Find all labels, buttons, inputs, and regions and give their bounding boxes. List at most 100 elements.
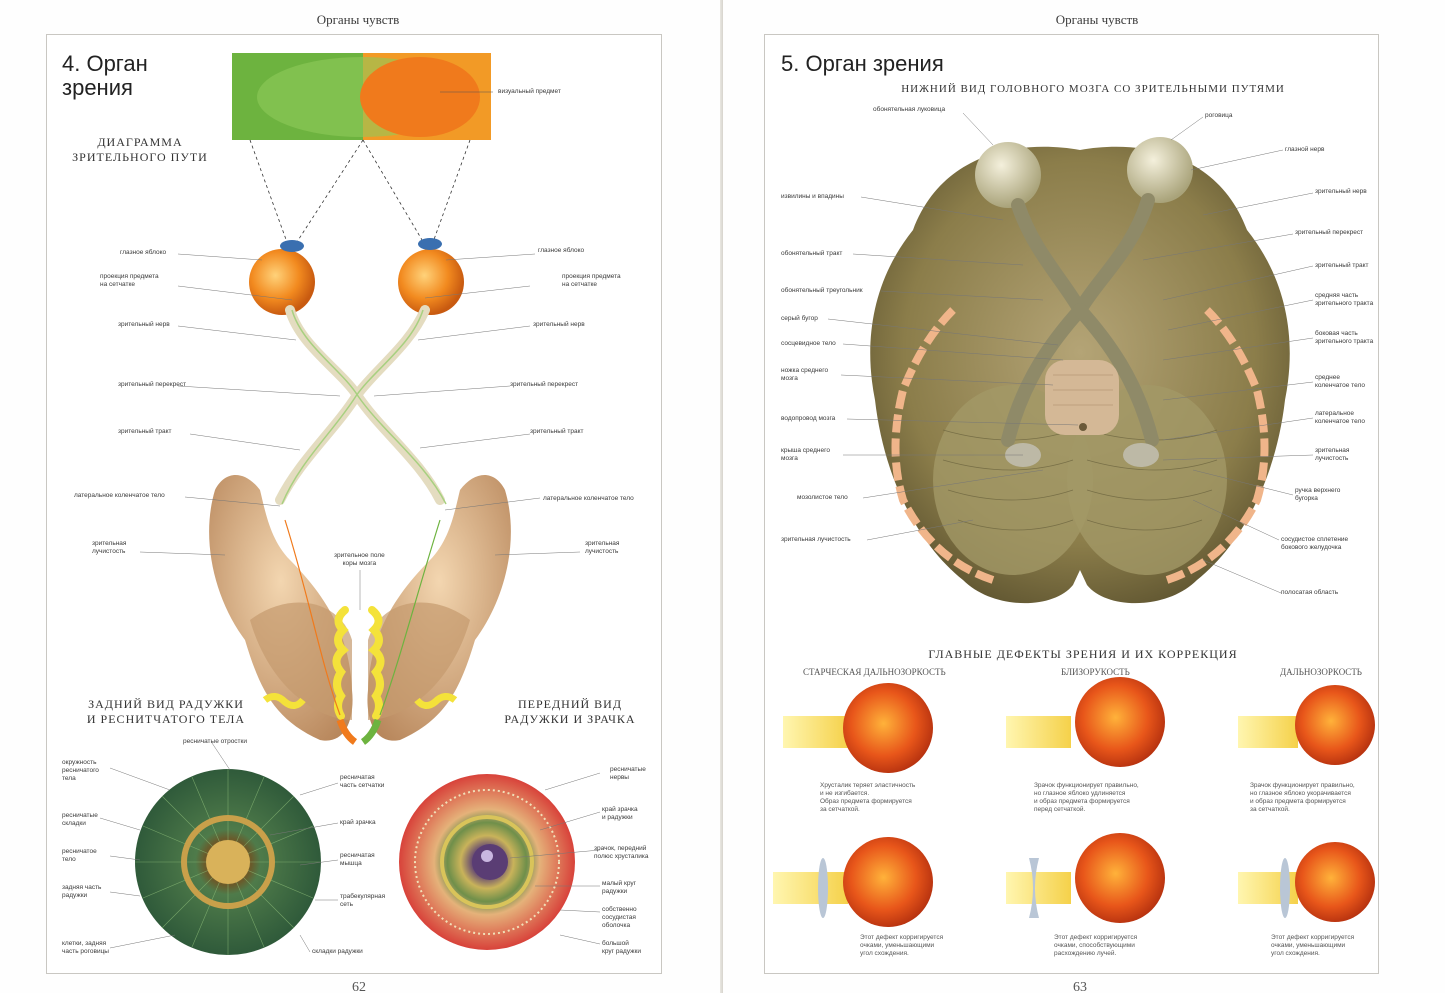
label-radiation-1: зрительная — [1315, 447, 1349, 455]
label-projection-left-1: проекция предмета — [100, 273, 159, 281]
label-olfactory-triangle: обонятельный треугольник — [781, 287, 863, 295]
back-view-line-2: И РЕСНИТЧАТОГО ТЕЛА — [66, 712, 266, 727]
label-ciliary-body-2: тело — [62, 856, 97, 864]
front-view-line-2: РАДУЖКИ И ЗРАЧКА — [495, 712, 645, 727]
label-ciliary-circ-2: ресничатого — [62, 767, 99, 775]
label-eyeball-left: глазное яблоко — [120, 249, 166, 257]
defect-2-b-1: Этот дефект корригируется — [1054, 934, 1137, 942]
label-choroid-plexus-1: сосудистое сплетение — [1281, 536, 1348, 544]
label-trabecular-1: трабекулярная — [340, 893, 385, 901]
pupil-front — [472, 844, 508, 880]
label-ciliary-processes: ресничатые отростки — [183, 738, 247, 746]
label-projection-left: проекция предметана сетчатке — [100, 273, 159, 289]
defect-3-a-4: за сетчаткой. — [1250, 806, 1355, 814]
label-grey-tuber: серый бугор — [781, 315, 818, 323]
label-superior-handle-1: ручка верхнего — [1295, 487, 1340, 495]
label-radiation-right-1: зрительная — [585, 540, 619, 548]
label-mid-tract-1: средняя часть — [1315, 292, 1373, 300]
label-ciliary-circ-1: окружность — [62, 759, 99, 767]
label-small-circle-1: малый круг — [602, 880, 636, 888]
defect-2-caption-b: Этот дефект корригируетсяочками, способс… — [1054, 934, 1137, 958]
defect-3-a-1: Зрачок функционирует правильно, — [1250, 782, 1355, 790]
label-lens-pole-1: зрачок, передний — [594, 845, 648, 853]
label-peduncle-1: ножка среднего — [781, 367, 828, 375]
label-pupil-edge: край зрачка — [340, 819, 376, 827]
label-visual-object: визуальный предмет — [498, 88, 561, 96]
label-big-circle-2: круг радужки — [602, 948, 641, 956]
label-ciliary-muscle-1: ресничатая — [340, 852, 375, 860]
right-eyeball — [398, 249, 464, 315]
lens-back — [206, 840, 250, 884]
label-projection-right-2: на сетчатке — [562, 281, 621, 289]
defect-3-b-1: Этот дефект корригируется — [1271, 934, 1354, 942]
label-ciliary-folds-2: складки — [62, 820, 98, 828]
label-corpus-callosum: мозолистое тело — [797, 494, 848, 502]
label-choroid-3: оболочка — [602, 922, 637, 930]
defect-3-a-2: но глазное яблоко укорачивается — [1250, 790, 1355, 798]
label-optic-nerve: зрительный нерв — [1315, 188, 1367, 196]
label-ciliary-retina-1: ресничатая — [340, 774, 384, 782]
label-lateral-geniculate-2: коленчатое тело — [1315, 418, 1365, 426]
label-lat-tract-2: зрительного тракта — [1315, 338, 1373, 346]
defect-2-a-4: перед сетчаткой. — [1034, 806, 1139, 814]
defect-3-name: ДАЛЬНОЗОРКОСТЬ — [1280, 668, 1362, 676]
page-number-right: 63 — [1073, 980, 1087, 996]
label-ciliary-folds: ресничатыескладки — [62, 812, 98, 828]
diagram-heading-line-2: ЗРИТЕЛЬНОГО ПУТИ — [55, 150, 225, 165]
front-view-line-1: ПЕРЕДНИЙ ВИД — [495, 697, 645, 712]
label-visual-cortex-2: коры мозга — [334, 560, 385, 568]
label-cells: клетки, задняячасть роговицы — [62, 940, 109, 956]
defect-1-b-1: Этот дефект корригируется — [860, 934, 943, 942]
defect-2-a-2: но глазное яблоко удлиняется — [1034, 790, 1139, 798]
label-optic-tract: зрительный тракт — [1315, 262, 1369, 270]
label-radiation-left: зрительнаялучистость — [92, 540, 126, 556]
back-view-line-1: ЗАДНИЙ ВИД РАДУЖКИ — [66, 697, 266, 712]
right-page: Органы чувств — [723, 0, 1445, 993]
defect-2-caption-a: Зрачок функционирует правильно,но глазно… — [1034, 782, 1139, 814]
page-number-left: 62 — [352, 980, 366, 996]
label-radiation-left-1: зрительная — [92, 540, 126, 548]
label-radiation-right-2: лучистость — [585, 548, 619, 556]
label-ciliary-muscle-2: мышца — [340, 860, 375, 868]
label-medial-geniculate: среднееколенчатое тело — [1315, 374, 1365, 390]
right-page-title: 5. Орган зрения — [781, 52, 944, 76]
label-superior-handle: ручка верхнегобугорка — [1295, 487, 1340, 503]
label-optic-chiasm: зрительный перекрест — [1295, 229, 1363, 237]
label-ciliary-body-1: ресничатое — [62, 848, 97, 856]
label-lat-tract-1: боковая часть — [1315, 330, 1373, 338]
label-choroid-plexus: сосудистое сплетениебокового желудочка — [1281, 536, 1348, 552]
label-midbrain-roof-1: крыша среднего — [781, 447, 830, 455]
label-big-circle-1: большой — [602, 940, 641, 948]
label-tract-left: зрительный тракт — [118, 428, 172, 436]
label-mid-tract: средняя частьзрительного тракта — [1315, 292, 1373, 308]
label-pupil-iris-edge-1: край зрачка — [602, 806, 638, 814]
label-medial-geniculate-1: среднее — [1315, 374, 1365, 382]
label-mammillary: сосцевидное тело — [781, 340, 836, 348]
label-iris-posterior-2: радужки — [62, 892, 101, 900]
defect-1-a-1: Хрусталик теряет эластичность — [820, 782, 915, 790]
brain-subtitle: НИЖНИЙ ВИД ГОЛОВНОГО МОЗГА СО ЗРИТЕЛЬНЫМ… — [883, 82, 1303, 97]
label-eyeball-right: глазное яблоко — [538, 247, 584, 255]
title-line-1: 4. Орган — [62, 52, 148, 76]
defect-1-caption-a: Хрусталик теряет эластичностьи не изгиба… — [820, 782, 915, 814]
left-page: Органы чувств — [0, 0, 722, 993]
label-choroid-plexus-2: бокового желудочка — [1281, 544, 1348, 552]
label-mid-tract-2: зрительного тракта — [1315, 300, 1373, 308]
label-lens-pole-2: полюс хрусталика — [594, 853, 648, 861]
label-chiasm-right: зрительный перекрест — [510, 381, 578, 389]
left-eyeball — [249, 249, 315, 315]
label-radiation-2: лучистость — [1315, 455, 1349, 463]
label-striate-area: полосатая область — [1281, 589, 1338, 597]
label-pupil-iris-edge-2: и радужки — [602, 814, 638, 822]
title-line-2: зрения — [62, 76, 148, 100]
label-choroid-2: сосудистая — [602, 914, 637, 922]
label-ciliary-nerves-2: нервы — [610, 774, 646, 782]
